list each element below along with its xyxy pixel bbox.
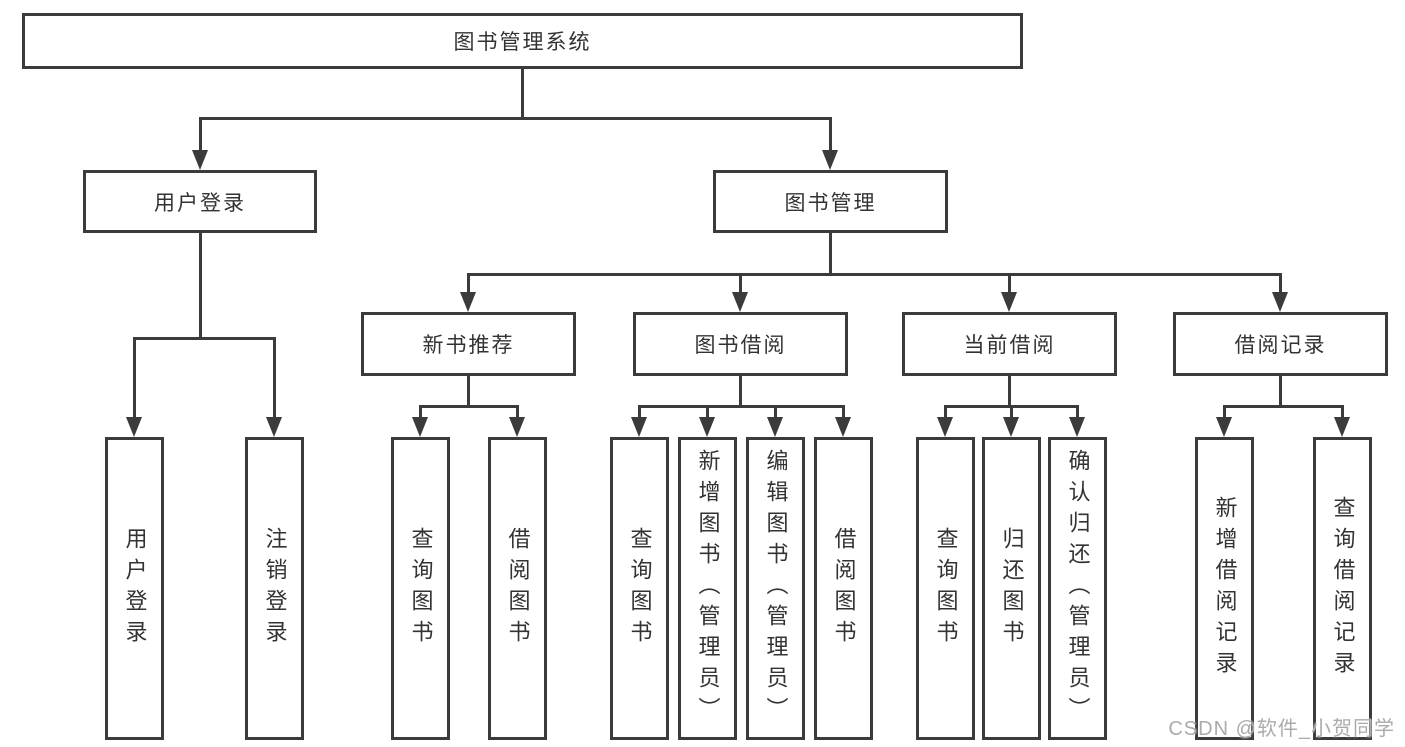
leaf-borrow-books-borrowing: 借阅图书 bbox=[814, 437, 873, 740]
arrowhead-icon bbox=[699, 417, 715, 437]
leaf-add-borrow-record: 新增借阅记录 bbox=[1195, 437, 1254, 740]
arrowhead-icon bbox=[266, 417, 282, 437]
connector-line bbox=[739, 376, 742, 405]
leaf-confirm-return-admin: 确认归还（管理员） bbox=[1048, 437, 1107, 740]
connector-line bbox=[1008, 376, 1011, 405]
leaf-logout-login: 注销登录 bbox=[245, 437, 304, 740]
leaf-user-login: 用户登录 bbox=[105, 437, 164, 740]
leaf-query-books-recommend: 查询图书 bbox=[391, 437, 450, 740]
connector-line bbox=[1010, 405, 1013, 418]
connector-line bbox=[842, 405, 845, 418]
connector-line bbox=[467, 273, 470, 293]
leaf-query-books-current: 查询图书 bbox=[916, 437, 975, 740]
connector-line bbox=[419, 405, 422, 418]
leaf-return-books: 归还图书 bbox=[982, 437, 1041, 740]
csdn-watermark: CSDN @软件_小贺同学 bbox=[1168, 718, 1395, 740]
leaf-borrow-books-recommend: 借阅图书 bbox=[488, 437, 547, 740]
arrowhead-icon bbox=[192, 150, 208, 170]
connector-line bbox=[944, 405, 947, 418]
connector-line bbox=[1223, 405, 1344, 408]
arrowhead-icon bbox=[822, 150, 838, 170]
connector-line bbox=[638, 405, 641, 418]
connector-line bbox=[1279, 273, 1282, 293]
arrowhead-icon bbox=[1069, 417, 1085, 437]
leaf-add-books-admin: 新增图书（管理员） bbox=[678, 437, 737, 740]
node-new-book-recommend: 新书推荐 bbox=[361, 312, 576, 376]
connector-line bbox=[1341, 405, 1344, 418]
arrowhead-icon bbox=[835, 417, 851, 437]
connector-line bbox=[739, 273, 742, 293]
connector-line bbox=[467, 273, 1282, 276]
node-library-management-system: 图书管理系统 bbox=[22, 13, 1023, 69]
connector-line bbox=[133, 337, 276, 340]
connector-line bbox=[133, 337, 136, 417]
arrowhead-icon bbox=[412, 417, 428, 437]
node-book-borrowing: 图书借阅 bbox=[633, 312, 848, 376]
leaf-query-books-borrowing: 查询图书 bbox=[610, 437, 669, 740]
arrowhead-icon bbox=[1272, 292, 1288, 312]
leaf-query-borrow-record: 查询借阅记录 bbox=[1313, 437, 1372, 740]
connector-line bbox=[516, 405, 519, 418]
node-current-borrowing: 当前借阅 bbox=[902, 312, 1117, 376]
connector-line bbox=[419, 405, 519, 408]
connector-line bbox=[273, 337, 276, 417]
arrowhead-icon bbox=[509, 417, 525, 437]
connector-line bbox=[521, 69, 524, 117]
arrowhead-icon bbox=[631, 417, 647, 437]
connector-line bbox=[1279, 376, 1282, 405]
connector-line bbox=[199, 117, 831, 120]
arrowhead-icon bbox=[126, 417, 142, 437]
connector-line bbox=[199, 233, 202, 337]
connector-line bbox=[467, 376, 470, 405]
arrowhead-icon bbox=[460, 292, 476, 312]
connector-line bbox=[829, 117, 832, 150]
node-book-management: 图书管理 bbox=[713, 170, 948, 233]
leaf-edit-books-admin: 编辑图书（管理员） bbox=[746, 437, 805, 740]
arrowhead-icon bbox=[937, 417, 953, 437]
arrowhead-icon bbox=[732, 292, 748, 312]
connector-line bbox=[774, 405, 777, 418]
connector-line bbox=[1008, 273, 1011, 293]
connector-line bbox=[638, 405, 845, 408]
connector-line bbox=[1223, 405, 1226, 418]
arrowhead-icon bbox=[767, 417, 783, 437]
node-borrowing-records: 借阅记录 bbox=[1173, 312, 1388, 376]
node-user-login: 用户登录 bbox=[83, 170, 317, 233]
connector-line bbox=[199, 117, 202, 150]
arrowhead-icon bbox=[1003, 417, 1019, 437]
connector-line bbox=[829, 233, 832, 273]
connector-line bbox=[706, 405, 709, 418]
arrowhead-icon bbox=[1334, 417, 1350, 437]
arrowhead-icon bbox=[1001, 292, 1017, 312]
arrowhead-icon bbox=[1216, 417, 1232, 437]
connector-line bbox=[1076, 405, 1079, 418]
